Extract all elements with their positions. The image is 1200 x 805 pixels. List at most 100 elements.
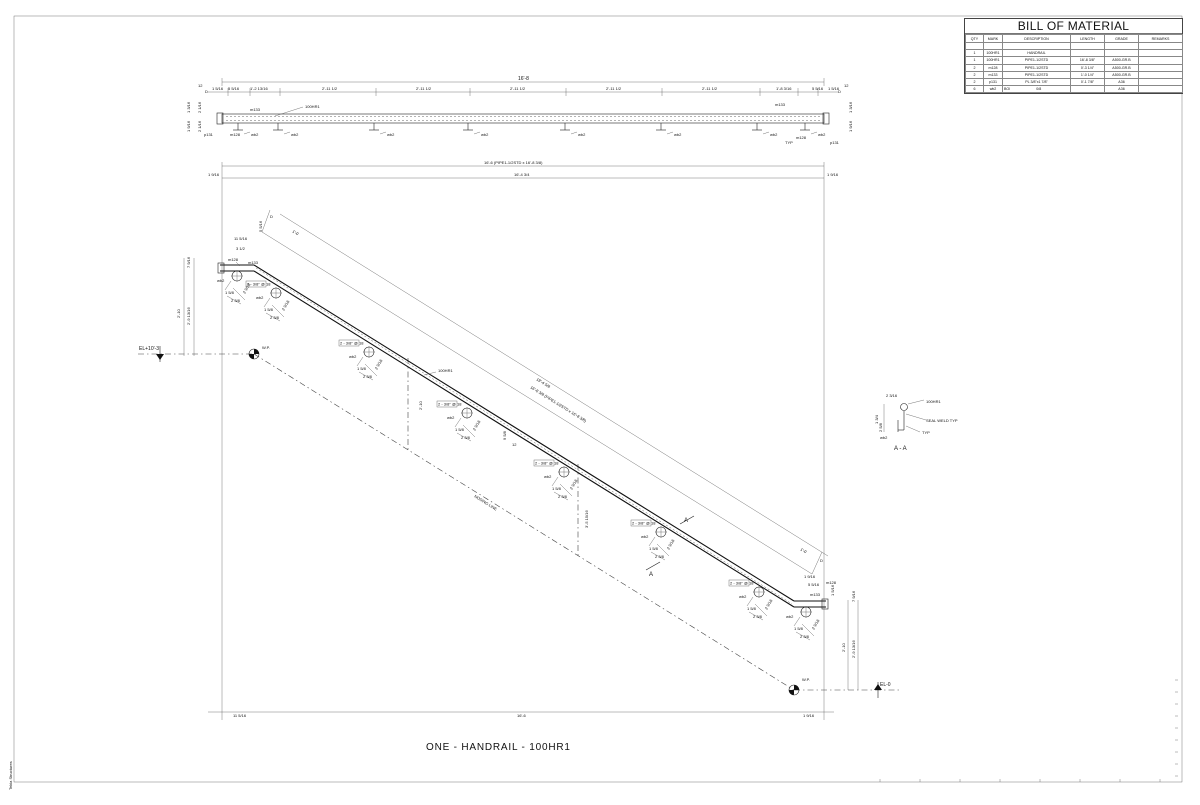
section-mark-a-top: A [684,518,688,524]
elev-bottom-dim-3: 1 9/16 [803,713,815,718]
bom-cell: p131 [983,77,1003,87]
svg-text:1 3/16: 1 3/16 [186,101,191,113]
bom-cell [1070,85,1105,94]
bom-cell: 100HR1 [983,56,1003,65]
post-dim: 2 3/8 [655,554,665,559]
drawing-title: ONE - HANDRAIL - 100HR1 [426,742,571,753]
svg-text:D: D [820,558,823,563]
plan-m128-left: m128 [230,132,241,137]
bom-cell: 2 [965,70,984,79]
section-aa-detail: 100HR1 SEAL WELD TYP TYP wb2 2 3/16 1 3/… [874,393,958,452]
plan-view: 16'-8 1 5/16 5 5/16 1'-2 13/16 2'-11 1/2… [186,76,853,145]
bom-cell: 1 [965,49,984,58]
bom-cell-text: BOI [1004,87,1011,92]
plan-rail [221,113,825,124]
wp-bottom: W.P. [788,677,810,696]
bom-cell: 6 [965,85,984,94]
plan-wb2-label: wb2 [291,132,299,137]
plan-left-dim-1: 1 5/16 [212,86,224,91]
svg-text:m133: m133 [248,260,259,265]
bill-of-material: BILL OF MATERIAL QTY MARK DESCRIPTION LE… [964,18,1183,95]
bom-col-grade: GRADE [1104,34,1139,43]
post-dim: 2 3/8 [231,298,241,303]
elev-rail-mark: 100HR1 [438,368,453,373]
svg-text:3 1/2: 3 1/2 [236,246,246,251]
svg-text:W.P.: W.P. [802,677,810,682]
svg-text:1 3/4: 1 3/4 [874,414,879,424]
plan-d-right: D [838,89,841,94]
plan-slope-right: 12 [844,83,849,88]
plan-mid-dim-1: 2'-11 1/2 [322,86,338,91]
bom-cell: 1'-0 1/4" [1070,70,1105,79]
elevation-view: 16'-6 (PIPE1-1/2STD x 16'-8 3/8) 16'-4 3… [138,160,900,720]
bom-row [965,41,1183,51]
post-dim: 2 9/16 [666,538,676,551]
section-title: A - A [894,446,907,452]
bom-cell: BOI 0/8 [1002,85,1071,94]
plan-right-dim-2: 5 5/16 [812,86,824,91]
post-dim: 1 5/8 [649,546,659,551]
post-dim: 2 9/16 [569,478,579,491]
bom-cell [1138,41,1183,51]
bom-cell: 1 [965,56,984,65]
svg-text:1 3/16: 1 3/16 [848,101,853,113]
svg-text:1 9/16: 1 9/16 [186,120,191,132]
plan-wb2-label: wb2 [481,132,489,137]
plan-wb2-label: wb2 [818,132,826,137]
svg-text:1'-0: 1'-0 [799,547,808,555]
plan-p131-left: p131 [204,132,214,137]
plan-m128-right: m128 [796,135,807,140]
bom-cell: A500-GR.B [1104,56,1139,65]
svg-text:1 5/16: 1 5/16 [830,584,835,596]
wb2-label: wb2 [447,415,455,420]
section-seal-weld: SEAL WELD TYP [926,418,958,423]
bom-cell: 16'-8 3/8" [1070,56,1105,65]
bom-cell [1138,56,1183,65]
plan-right-dim-3: 1 5/16 [828,86,840,91]
svg-text:3'-5 15/16: 3'-5 15/16 [584,510,589,528]
plan-left-dim-2: 5 5/16 [228,86,240,91]
plan-mid-dim-2: 2'-11 1/2 [416,86,432,91]
post-dim: 2 3/8 [270,315,280,320]
section-rail-mark: 100HR1 [926,399,941,404]
plan-overall-dim: 16'-8 [518,76,529,82]
post-dim: 2 3/8 [461,435,471,440]
plan-slope-left: 12 [198,83,203,88]
svg-text:m128: m128 [228,257,239,262]
plan-mid-dim-4: 2'-11 1/2 [606,86,622,91]
bom-cell: wb2 [983,85,1003,94]
bom-cell: 2 [965,63,984,72]
bom-cell [1070,49,1105,58]
elev-top-right-stub: 1 9/16 [827,172,839,177]
section-wb2: wb2 [880,435,888,440]
elev-top-inner: 16'-4 3/4 [514,172,530,177]
post-dim-tag: 2 - 3/8" @ 18 [247,282,271,287]
bom-cell [1138,70,1183,79]
post-dim-tag: 2 - 3/8" @ 18 [730,581,754,586]
svg-text:D: D [270,214,273,219]
plan-wb2-label: wb2 [578,132,586,137]
plan-wb2-label: wb2 [387,132,395,137]
section-mark-a-bottom: A [649,572,653,578]
wb2-label: wb2 [739,594,747,599]
svg-text:m128: m128 [826,580,837,585]
wp-top: W.P. [248,345,270,360]
post-dim: 1 5/8 [455,427,465,432]
plan-m133-left: m133 [250,107,261,112]
svg-text:2'-9 13/16: 2'-9 13/16 [186,307,191,325]
bom-bolt-cell: 0/8 [1036,87,1042,92]
bom-cell: A500-GR.B [1104,70,1139,79]
svg-text:5 5/16: 5 5/16 [808,582,820,587]
elev-bottom-dim-2: 16'-6 [517,713,527,718]
plan-wb2-label: wb2 [674,132,682,137]
post-dim: 2 9/16 [242,282,252,295]
bom-col-description: DESCRIPTION [1002,34,1071,43]
wb2-label: wb2 [349,354,357,359]
bom-table: QTY MARK DESCRIPTION LENGTH GRADE REMARK… [965,34,1183,94]
post-dim: 1 5/8 [747,606,757,611]
